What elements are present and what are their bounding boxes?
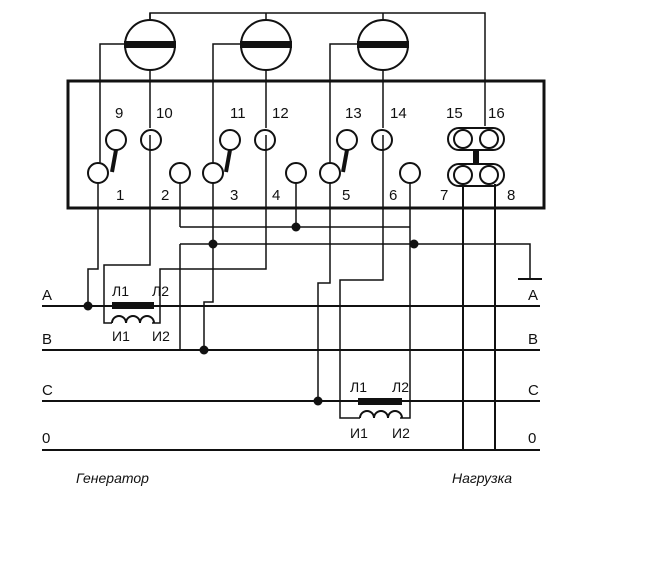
phase-left-c: C xyxy=(42,382,53,399)
wire-t12-to-ct-a xyxy=(152,135,267,324)
label-t12: 12 xyxy=(272,105,289,122)
terminal-6[interactable] xyxy=(399,162,421,184)
terminal-7[interactable] xyxy=(453,165,473,185)
label-t11: 11 xyxy=(230,105,246,122)
ct-c-primary xyxy=(358,398,402,405)
jumper-5-13 xyxy=(341,149,349,173)
caption-load: Нагрузка xyxy=(452,470,512,486)
ground-bus xyxy=(180,243,531,278)
external-wiring xyxy=(87,135,542,450)
label-t2: 2 xyxy=(161,187,169,204)
terminal-14[interactable] xyxy=(371,129,393,151)
phase-right-zero: 0 xyxy=(528,430,536,447)
phase-labels-left: A B C 0 xyxy=(42,287,53,447)
wire-t5-to-c xyxy=(317,183,331,401)
phase-right-a: A xyxy=(528,287,538,304)
current-transformer-a xyxy=(111,302,155,324)
terminal-5[interactable] xyxy=(319,162,341,184)
junction-t3 xyxy=(208,239,218,249)
phase-left-b: B xyxy=(42,331,52,348)
label-t5: 5 xyxy=(342,187,350,204)
junction-a xyxy=(83,301,93,311)
terminal-13[interactable] xyxy=(336,129,358,151)
label-t4: 4 xyxy=(272,187,280,204)
terminal-3[interactable] xyxy=(202,162,224,184)
terminal-16[interactable] xyxy=(479,129,499,149)
wire-t6-to-ct-c xyxy=(400,227,411,419)
label-t13: 13 xyxy=(345,105,362,122)
wire-t10-to-ct-a xyxy=(103,135,151,324)
phase-right-c: C xyxy=(528,382,539,399)
terminal-12[interactable] xyxy=(254,129,276,151)
wire-t1-to-a xyxy=(87,183,99,306)
terminal-labels: 9 10 11 12 13 14 15 16 1 2 3 4 5 6 7 8 xyxy=(115,105,515,204)
ct-c-l2-label: Л2 xyxy=(392,379,409,395)
terminal-9[interactable] xyxy=(105,129,127,151)
label-t1: 1 xyxy=(116,187,124,204)
bridge-15-7 xyxy=(473,150,479,164)
phase-left-zero: 0 xyxy=(42,430,50,447)
ct-a-i2-label: И2 xyxy=(152,328,170,344)
label-t7: 7 xyxy=(440,187,448,204)
junction-dots xyxy=(83,222,419,406)
ct-a-winding xyxy=(111,315,155,324)
terminal-10[interactable] xyxy=(140,129,162,151)
phase-right-b: B xyxy=(528,331,538,348)
label-t15: 15 xyxy=(446,105,463,122)
ct-c-i1-label: И1 xyxy=(350,425,368,441)
terminal-11[interactable] xyxy=(219,129,241,151)
label-t16: 16 xyxy=(488,105,505,122)
jumper-3-11 xyxy=(224,149,232,173)
meter-internal-wires xyxy=(99,81,486,170)
caption-generator: Генератор xyxy=(76,470,149,486)
label-t10: 10 xyxy=(156,105,173,122)
coil-symbol-1 xyxy=(124,19,176,71)
ct-c-l1-label: Л1 xyxy=(350,379,367,395)
ct-a-l1-label: Л1 xyxy=(112,283,129,299)
terminal-1[interactable] xyxy=(87,162,109,184)
label-t3: 3 xyxy=(230,187,238,204)
top-wiring xyxy=(99,12,486,170)
junction-t6 xyxy=(409,239,419,249)
coil-symbol-3 xyxy=(357,19,409,71)
label-t6: 6 xyxy=(389,187,397,204)
junction-b xyxy=(199,345,209,355)
coil-symbol-2 xyxy=(240,19,292,71)
wire-t14-to-ct-c xyxy=(339,135,384,419)
label-t9: 9 xyxy=(115,105,123,122)
ct-a-labels: Л1 Л2 И1 И2 xyxy=(112,283,170,344)
label-t8: 8 xyxy=(507,187,515,204)
ct-a-primary xyxy=(112,302,154,309)
current-transformer-c xyxy=(358,398,403,419)
junction-c xyxy=(313,396,323,406)
terminal-4[interactable] xyxy=(285,162,307,184)
terminal-8[interactable] xyxy=(479,165,499,185)
phase-left-a: A xyxy=(42,287,52,304)
ct-c-i2-label: И2 xyxy=(392,425,410,441)
terminal-15[interactable] xyxy=(453,129,473,149)
ct-a-l2-label: Л2 xyxy=(152,283,169,299)
jumper-1-9 xyxy=(110,149,118,173)
ct-c-labels: Л1 Л2 И1 И2 xyxy=(350,379,410,441)
terminal-2[interactable] xyxy=(169,162,191,184)
terminal-group-15-16-7-8 xyxy=(447,127,505,187)
ct-a-i1-label: И1 xyxy=(112,328,130,344)
junction-t4 xyxy=(291,222,301,232)
label-t14: 14 xyxy=(390,105,407,122)
phase-labels-right: A B C 0 xyxy=(528,287,539,447)
ct-c-winding xyxy=(359,410,403,419)
wire-t4-to-b xyxy=(203,244,214,350)
